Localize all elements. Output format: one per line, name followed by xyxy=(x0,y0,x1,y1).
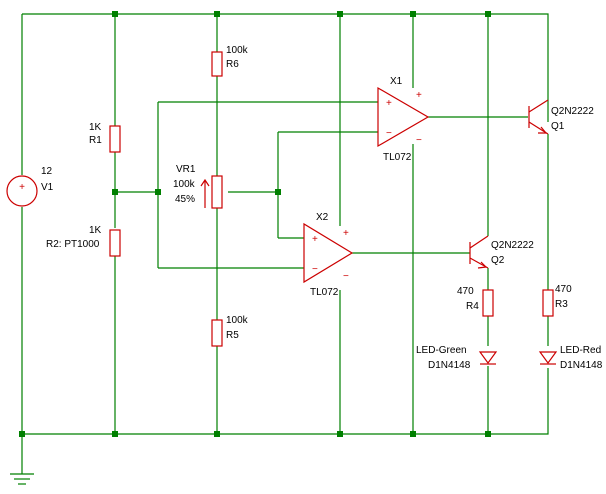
vr1-potentiometer: VR1 100k 45% xyxy=(173,164,223,209)
junction-dot xyxy=(485,11,491,17)
led-red-part-label: D1N4148 xyxy=(560,360,603,371)
r5-resistor: 100k R5 xyxy=(211,315,249,347)
led-green-triangle xyxy=(478,351,498,365)
x2-opamp: + − + − X2 TL072 xyxy=(303,212,354,298)
r3-ref-label: R3 xyxy=(555,299,568,310)
r3-value-label: 470 xyxy=(555,284,572,295)
x2-plus-supply-sign: + xyxy=(343,228,349,239)
r4-value-label: 470 xyxy=(457,286,474,297)
r6-value-label: 100k xyxy=(226,45,249,56)
wires xyxy=(21,13,549,435)
junction-dot xyxy=(112,189,118,195)
x2-minus-input-sign: − xyxy=(312,264,318,275)
led-red-name-label: LED-Red xyxy=(560,345,601,356)
junction-dot xyxy=(112,431,118,437)
vr1-wiper-arrow xyxy=(200,178,210,208)
r4-body xyxy=(482,289,494,317)
x1-part-label: TL072 xyxy=(383,152,412,163)
junction-dot xyxy=(214,431,220,437)
r5-value-label: 100k xyxy=(226,315,249,326)
q2-transistor: Q2N2222 Q2 xyxy=(469,235,534,269)
junction-dot xyxy=(410,431,416,437)
junction-dot xyxy=(410,11,416,17)
junctions xyxy=(19,11,491,437)
x2-minus-supply-sign: − xyxy=(343,271,349,282)
v1-value-label: 12 xyxy=(41,166,53,177)
junction-dot xyxy=(214,11,220,17)
vr1-value-label: 100k xyxy=(173,179,196,190)
r1-ref-label: R1 xyxy=(89,135,102,146)
bottom-rail xyxy=(22,368,549,435)
q1-transistor: Q2N2222 Q1 xyxy=(528,99,594,135)
x1-opamp: + − + − X1 TL072 xyxy=(377,76,430,163)
junction-dot xyxy=(337,431,343,437)
led-red-diode: LED-Red D1N4148 xyxy=(538,345,603,371)
x1-ref-label: X1 xyxy=(390,76,403,87)
q1-collector-leg xyxy=(528,99,549,113)
r1-body xyxy=(109,125,121,153)
r2-ref-label: R2: PT1000 xyxy=(46,239,100,250)
r1-resistor: 1K R1 xyxy=(89,122,121,153)
led-red-triangle xyxy=(538,351,558,365)
junction-dot xyxy=(155,189,161,195)
r5-ref-label: R5 xyxy=(226,330,239,341)
vr1-setting-label: 45% xyxy=(175,194,195,205)
r4-ref-label: R4 xyxy=(466,301,479,312)
q2-collector-leg xyxy=(469,235,489,249)
led-green-name-label: LED-Green xyxy=(416,345,467,356)
ground-symbol xyxy=(10,434,34,485)
led-green-diode: LED-Green D1N4148 xyxy=(416,345,498,371)
x2-part-label: TL072 xyxy=(310,287,339,298)
r6-ref-label: R6 xyxy=(226,59,239,70)
x2-plus-input-sign: + xyxy=(312,234,318,245)
x2-triangle xyxy=(303,222,354,284)
x1-minus-supply-sign: − xyxy=(416,135,422,146)
x1-triangle xyxy=(377,86,430,148)
q1-part-label: Q2N2222 xyxy=(551,106,594,117)
r6-resistor: 100k R6 xyxy=(211,45,249,77)
led-green-part-label: D1N4148 xyxy=(428,360,471,371)
wiper-node-wire xyxy=(277,131,378,239)
junction-dot xyxy=(485,431,491,437)
r3-body xyxy=(542,289,554,317)
junction-dot xyxy=(275,189,281,195)
v1-circle xyxy=(6,175,38,207)
junction-dot xyxy=(337,11,343,17)
q1-emitter-arrow xyxy=(538,126,548,134)
r2-resistor: 1K R2: PT1000 xyxy=(46,225,121,257)
q2-part-label: Q2N2222 xyxy=(491,240,534,251)
v1-source: + 12 V1 xyxy=(6,166,54,207)
r1-value-label: 1K xyxy=(89,122,102,133)
vr1-body xyxy=(211,175,223,209)
x1-plus-input-sign: + xyxy=(386,98,392,109)
x2-ref-label: X2 xyxy=(316,212,329,223)
q1-ref-label: Q1 xyxy=(551,121,565,132)
x1-minus-input-sign: − xyxy=(386,128,392,139)
r3-resistor: 470 R3 xyxy=(542,284,572,317)
vr1-ref-label: VR1 xyxy=(176,164,196,175)
x1-plus-supply-sign: + xyxy=(416,90,422,101)
v1-plus-sign: + xyxy=(19,182,25,193)
r5-body xyxy=(211,319,223,347)
r6-body xyxy=(211,51,223,77)
junction-dot xyxy=(112,11,118,17)
v1-ref-label: V1 xyxy=(41,182,54,193)
q2-emitter-arrow xyxy=(477,261,488,269)
top-rail xyxy=(22,13,549,122)
q2-ref-label: Q2 xyxy=(491,255,505,266)
r2-value-label: 1K xyxy=(89,225,102,236)
r2-body xyxy=(109,229,121,257)
r4-resistor: 470 R4 xyxy=(457,286,494,317)
